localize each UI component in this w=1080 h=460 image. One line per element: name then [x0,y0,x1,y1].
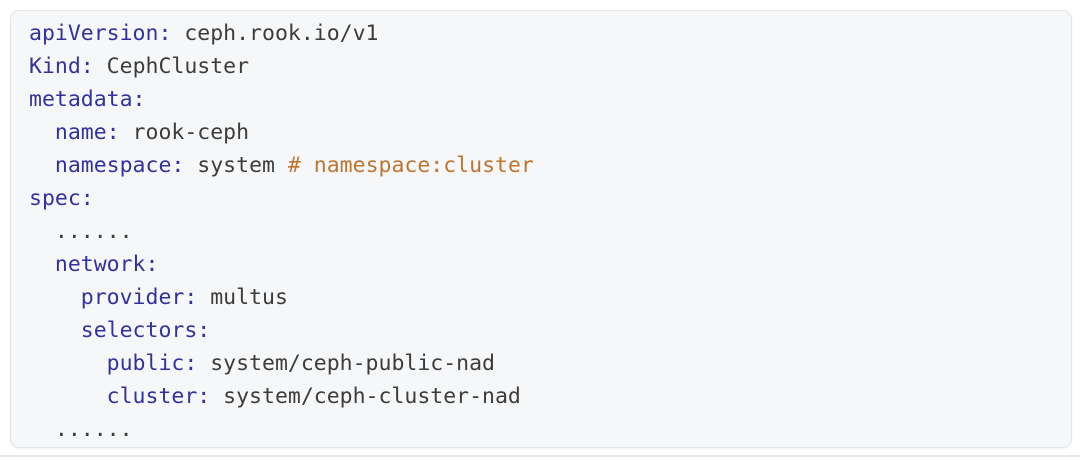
yaml-value: system [184,153,288,178]
yaml-comment: # namespace:cluster [287,153,534,178]
code-line: namespace: system # namespace:cluster [29,149,1053,182]
yaml-value: ...... [29,417,133,442]
code-line: name: rook-ceph [29,116,1053,149]
code-line: cluster: system/ceph-cluster-nad [29,380,1053,413]
yaml-value: system/ceph-public-nad [197,351,495,376]
yaml-key: network: [29,252,159,277]
yaml-value: CephCluster [93,54,250,79]
yaml-key: Kind: [29,54,94,79]
code-line: metadata: [29,83,1053,116]
yaml-key: provider: [29,285,198,310]
yaml-key: apiVersion: [29,21,172,46]
code-line: Kind: CephCluster [29,50,1053,83]
code-line: public: system/ceph-public-nad [29,347,1053,380]
yaml-value: rook-ceph [119,120,250,145]
yaml-key: metadata: [29,87,146,112]
yaml-value: ...... [29,219,133,244]
yaml-value: ceph.rook.io/v1 [171,21,379,46]
yaml-key: namespace: [29,153,185,178]
yaml-key: selectors: [29,318,211,343]
bottom-divider [0,455,1080,457]
yaml-value: multus [197,285,288,310]
code-line: provider: multus [29,281,1053,314]
code-line: ...... [29,413,1053,446]
yaml-key: public: [29,351,198,376]
yaml-key: spec: [29,186,94,211]
yaml-key: name: [29,120,120,145]
code-line: network: [29,248,1053,281]
code-line: apiVersion: ceph.rook.io/v1 [29,17,1053,50]
code-line: spec: [29,182,1053,215]
yaml-key: cluster: [29,384,211,409]
code-line: selectors: [29,314,1053,347]
yaml-value: system/ceph-cluster-nad [210,384,521,409]
code-line: ...... [29,215,1053,248]
